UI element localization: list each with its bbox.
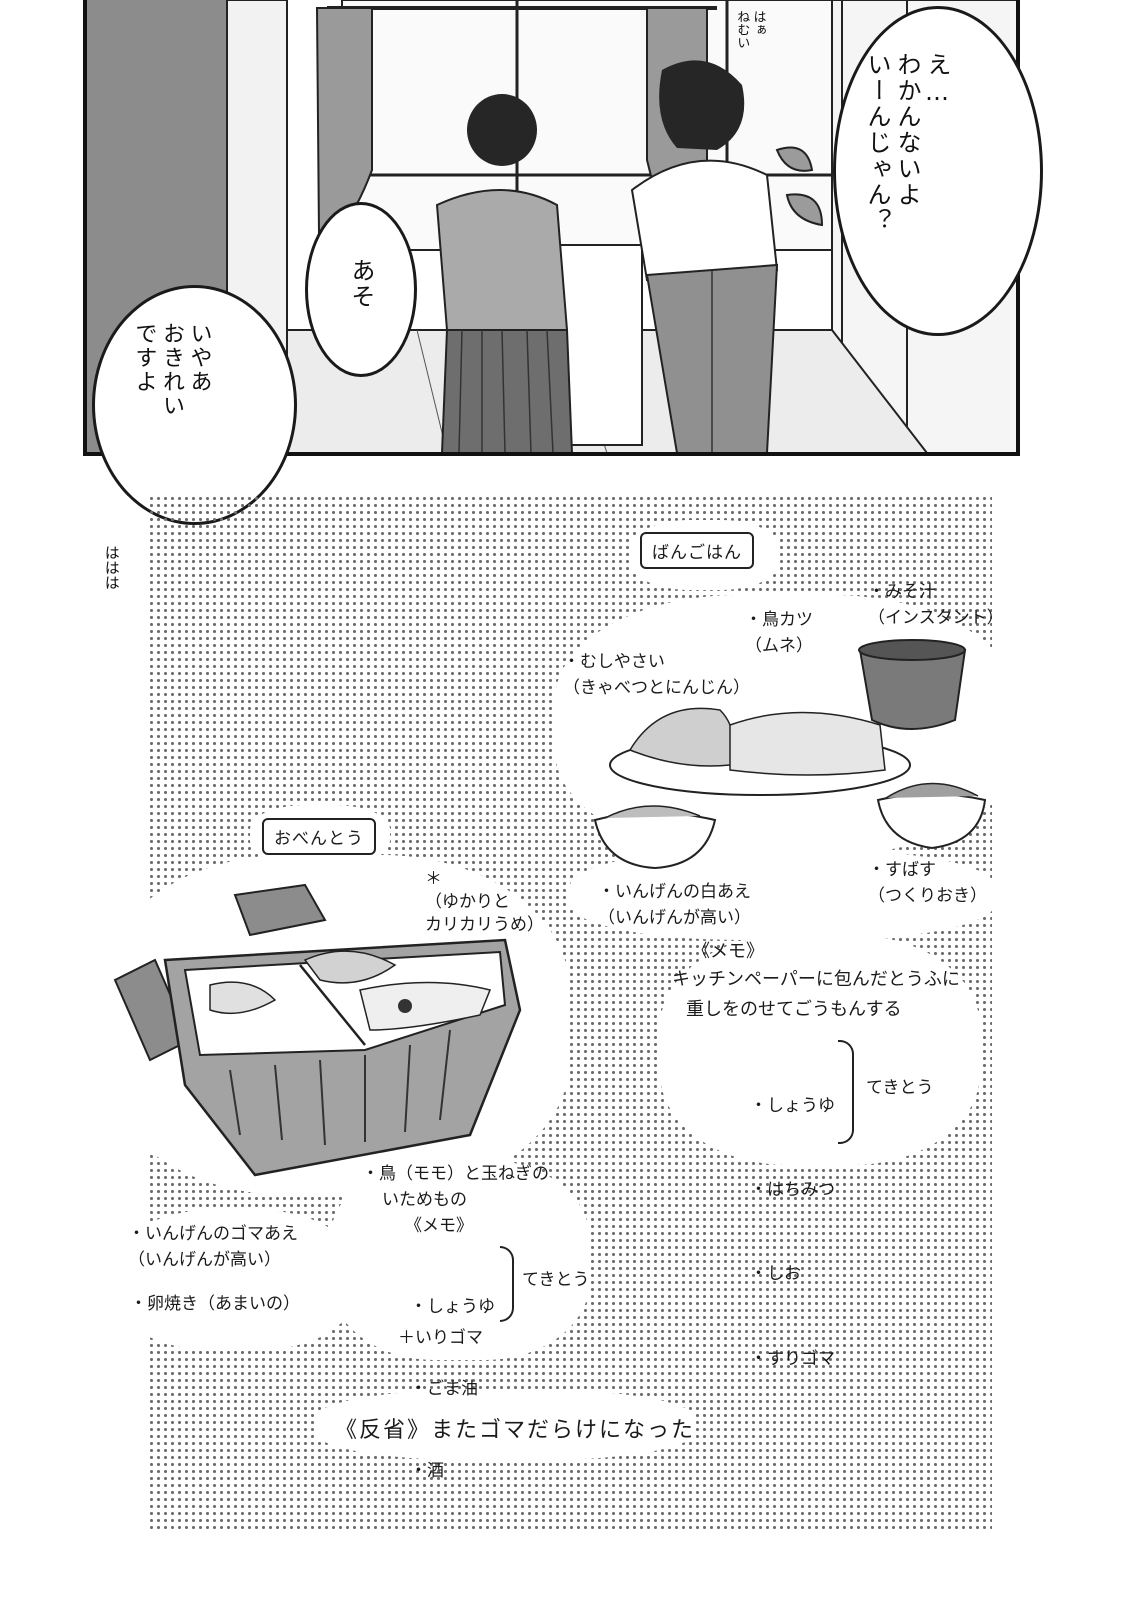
bento-contents [183,950,507,1057]
chicken-cutlet [729,711,886,776]
brace [500,1246,514,1322]
seasoning-item: ・しょうゆ [410,1297,495,1318]
seasoning-item: ・はちみつ [750,1180,835,1201]
memo-cloud [660,935,980,1165]
speech-text-middle: あそ [347,258,375,310]
speech-text-right: え… わかんないよ いーんじゃん？ [863,52,951,234]
sfx-sigh: はぁ ねむい [734,10,766,49]
bento-illustration [113,883,522,1177]
bento-main-line2: いためもの [382,1190,467,1210]
reflection-note: 《反省》またゴマだらけになった [335,1418,696,1443]
seasoning-item: ・すりゴマ [750,1348,835,1369]
plant [775,146,824,227]
bento-main-brace-label: てきとう [522,1270,590,1290]
umeboshi [398,999,412,1013]
dinner-illustration [593,639,987,870]
speech-text-left: いやあ おきれい ですよ [131,322,212,418]
bento-side-1: ・いんげんのゴマあえ （いんげんが高い） [128,1224,298,1270]
bento-lid [233,883,327,937]
bento-title: おべんとう [262,818,376,855]
dinner-memo-line1: キッチンペーパーに包んだとうふに [672,969,960,990]
seasoning-item: ・ごま油 [410,1378,478,1399]
sfx-laugh: ははは [102,545,121,590]
bento-main-line1: ・鳥（モモ）と玉ねぎの [362,1164,549,1184]
speech-bubble-right [833,6,1043,336]
speech-bubble-left [92,285,297,525]
seasoning-item: ・しょうゆ [750,1096,835,1117]
dinner-item-soup: ・みそ汁 （インスタント） [868,582,1004,628]
dinner-item-vinegar: ・すばす （つくりおき） [868,860,987,906]
bento-side-2: ・卵焼き（あまいの） [130,1294,300,1314]
dinner-item-veggies: ・むしやさい （きゃべつとにんじん） [563,652,750,698]
brace [838,1040,854,1144]
dinner-memo-line2: 重しをのせてごうもんする [686,999,902,1020]
girl-figure [435,94,573,452]
seasoning-item: ・しお [750,1264,801,1285]
speech-bubble-middle [305,202,417,377]
dinner-title: ばんごはん [640,532,754,569]
seasoning-item: ・酒 [410,1460,444,1481]
dinner-item-cutlet: ・鳥カツ （ムネ） [745,610,813,656]
greenbean-bowl [593,811,717,870]
dinner-item-greenbeans: ・いんげんの白あえ （いんげんが高い） [598,882,751,928]
dinner-memo-title: 《メモ》 [692,941,764,962]
dinner-memo-brace-label: てきとう [866,1078,934,1098]
boy-figure [630,60,779,452]
bento-seasoning-list: ・しょうゆ ・ごま油 ・酒 [410,1240,495,1539]
bento-rice-note: ＊ （ゆかりと カリカリうめ） [425,869,544,935]
bento-main-memo-title: 《メモ》 [405,1216,473,1236]
dinner-seasoning-list: ・しょうゆ ・はちみつ ・しお ・すりゴマ [750,1036,835,1429]
vinegar-bowl [876,793,987,850]
bento-main-extra: ＋いりゴマ [398,1328,483,1348]
